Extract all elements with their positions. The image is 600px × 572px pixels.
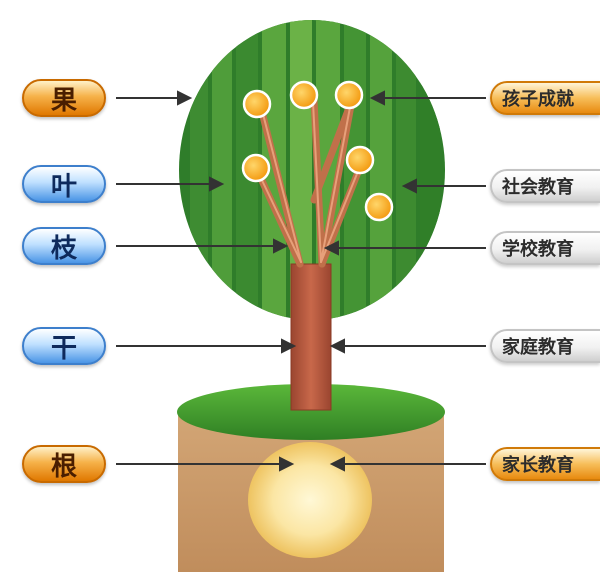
label-leaf-text: 叶 [50,171,77,202]
label-family-education-text: 家庭教育 [502,337,574,358]
label-fruit: 果 [22,79,106,117]
label-school-education: 学校教育 [490,231,600,265]
label-root: 根 [22,445,106,483]
label-social-education-text: 社会教育 [502,177,574,198]
label-child-success-text: 孩子成就 [502,89,574,110]
root-glow [248,442,372,558]
left-arrows [116,90,297,472]
right-arrows [323,90,486,472]
fruit [289,80,319,110]
label-root-text: 根 [50,451,77,482]
fruit [364,192,394,222]
trunk [290,263,332,411]
fruit [242,89,272,119]
fruits [241,80,394,222]
label-trunk: 干 [22,327,106,365]
branch-highlights [258,101,362,263]
label-branch: 枝 [22,227,106,265]
label-trunk-text: 干 [50,333,77,364]
label-school-education-text: 学校教育 [502,239,574,260]
label-fruit-text: 果 [50,85,77,116]
fruit [241,153,271,183]
soil-block [177,384,445,572]
label-leaf: 叶 [22,165,106,203]
label-child-success: 孩子成就 [490,81,600,115]
fruit [334,80,364,110]
fruit [345,145,375,175]
label-family-education: 家庭教育 [490,329,600,363]
label-branch-text: 枝 [50,233,77,264]
label-social-education: 社会教育 [490,169,600,203]
grass-top [177,384,445,440]
label-parent-education: 家长教育 [490,447,600,481]
label-parent-education-text: 家长教育 [502,455,574,476]
